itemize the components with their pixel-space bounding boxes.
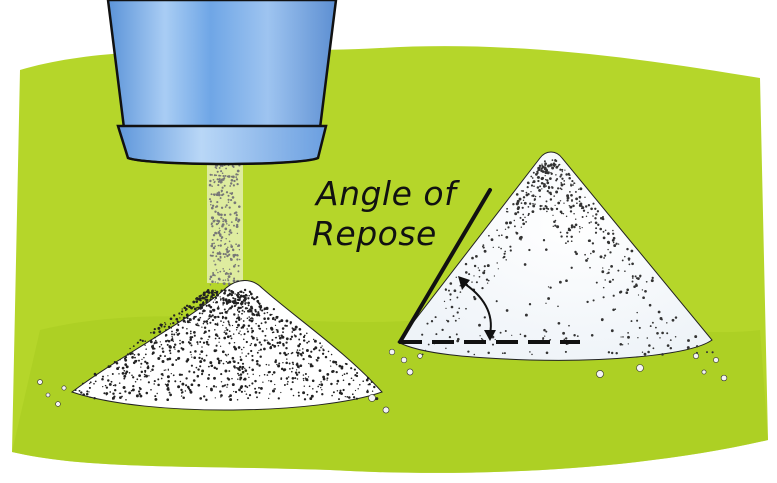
angle-arc: [461, 281, 492, 335]
scattered-grains: [37, 348, 728, 414]
label-line-2: Repose: [312, 214, 437, 253]
slope-line: [398, 188, 492, 344]
falling-sand-stream: [207, 163, 243, 286]
arc-arrow-bottom: [484, 330, 496, 341]
label-line-1: Angle of: [316, 174, 457, 213]
angle-of-repose-label: Angle of Repose: [312, 174, 512, 254]
angle-indicator: [398, 188, 580, 344]
arc-arrow-top: [458, 276, 470, 290]
cup: [106, 0, 338, 166]
right-sand-cone: [397, 151, 714, 361]
left-sand-pile: [70, 280, 383, 411]
